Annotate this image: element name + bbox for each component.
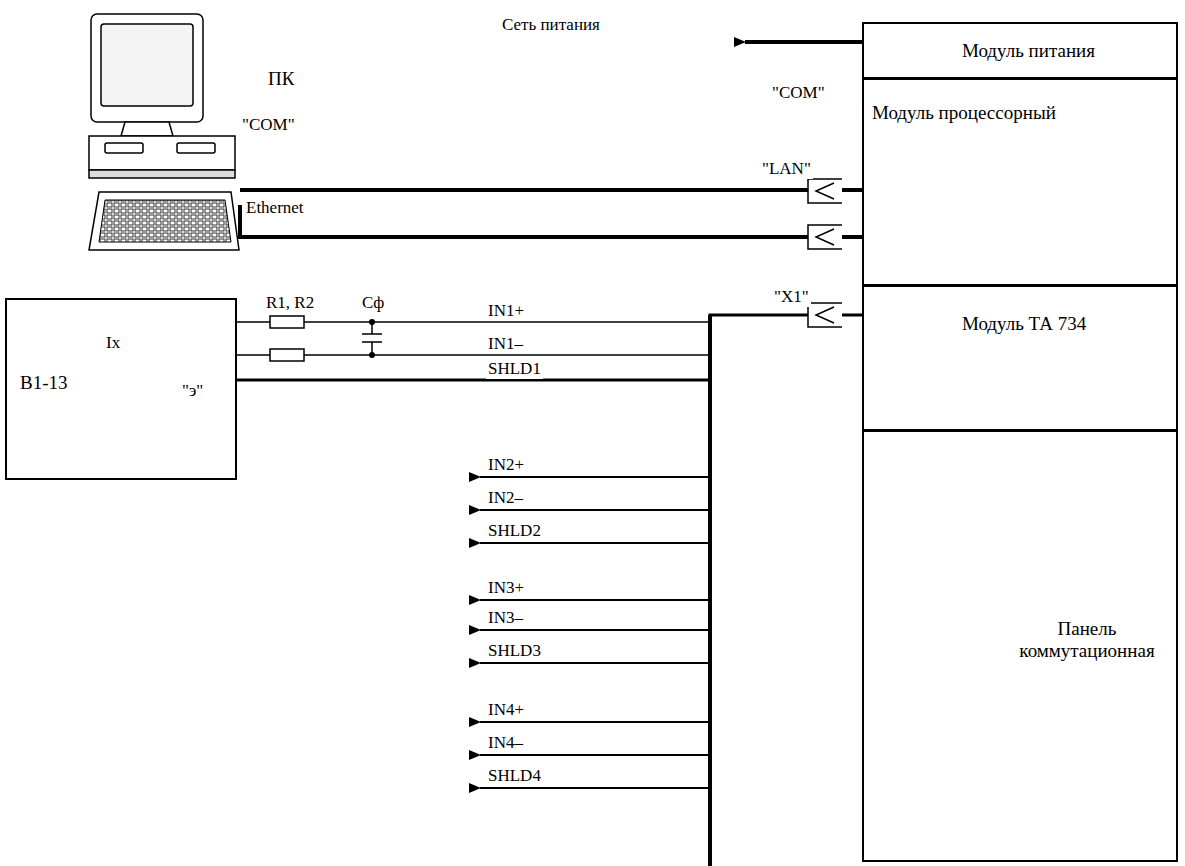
signal-label: SHLD2 (486, 522, 543, 541)
interface-label: Ethernet (244, 199, 306, 218)
box-title: Модуль процессорный (872, 102, 1056, 124)
signal-label: "э" (180, 382, 205, 401)
signal-label: "COM" (770, 84, 827, 103)
signal-label: "X1" (772, 288, 811, 307)
signal-label: "LAN" (760, 160, 813, 179)
signal-label: IN3+ (486, 579, 526, 598)
device-label: ПК (268, 68, 294, 90)
signal-label: SHLD4 (486, 767, 543, 786)
signal-label: IN4– (486, 734, 525, 753)
signal-label: IN1– (486, 335, 525, 354)
signal-label: SHLD3 (486, 642, 543, 661)
signal-label: Сф (360, 294, 386, 313)
signal-label: IN1+ (486, 302, 526, 321)
signal-label: IN4+ (486, 701, 526, 720)
module-box: Модуль процессорный (862, 78, 1178, 286)
cable-line (237, 315, 862, 380)
power-arrow (745, 40, 862, 44)
signal-label: Сеть питания (500, 16, 602, 35)
connector-socket (808, 179, 842, 327)
signal-label: IN3– (486, 609, 525, 628)
box-title: Модуль ТА 734 (962, 313, 1086, 335)
computer-node: ПК (85, 10, 240, 265)
computer-icon (85, 10, 240, 265)
signal-arrow (480, 477, 710, 788)
signal-label: IN2+ (486, 456, 526, 475)
junction-dot (369, 319, 375, 358)
cable-line (240, 205, 862, 237)
signal-label: SHLD1 (486, 360, 543, 379)
module-box: Модуль ТА 734 (862, 285, 1178, 431)
signal-label: "COM" (240, 116, 297, 135)
module-box: Панель коммутационная (862, 430, 1178, 862)
module-box: Модуль питания (862, 22, 1178, 79)
signal-label: IN2– (486, 489, 525, 508)
signal-label: R1, R2 (264, 294, 316, 313)
cable-line (240, 188, 862, 192)
box-title: В1-13 (20, 372, 68, 394)
cable-bus (708, 315, 712, 866)
box-title: Панель коммутационная (1007, 618, 1167, 662)
box-title: Модуль питания (962, 40, 1095, 62)
signal-label: Ix (104, 334, 122, 353)
